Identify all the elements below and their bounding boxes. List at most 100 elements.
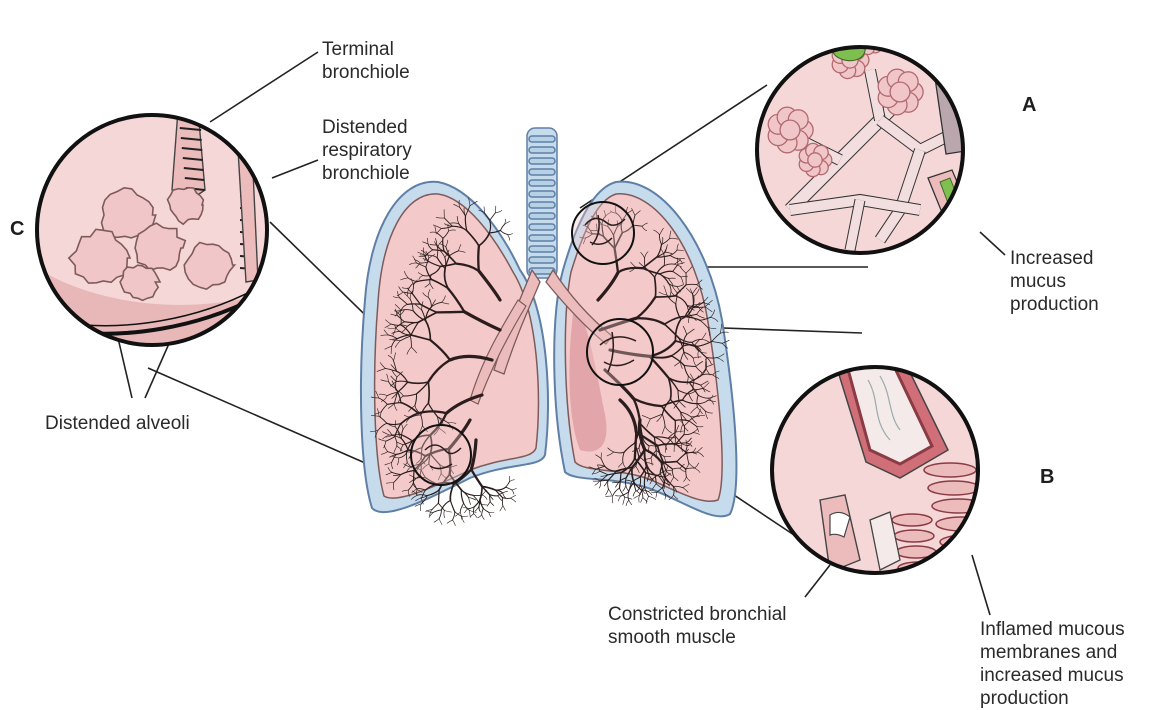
trachea-ring (529, 213, 555, 219)
trachea-ring (529, 147, 555, 153)
leader-terminal-bronchiole (210, 52, 318, 122)
bronchiole-branch (473, 507, 474, 514)
bronchiole-branch (626, 486, 629, 491)
bronchiole-branch (507, 234, 509, 240)
leader-distended-respiratory-bronchiole (272, 160, 318, 178)
bronchiole-branch (512, 490, 514, 494)
bronchiole-branch (613, 488, 620, 496)
alveolus (890, 82, 910, 102)
bronchiole-branch (469, 498, 471, 505)
bronchiole-branch (487, 502, 490, 506)
bronchiole-branch (439, 519, 442, 525)
bronchiole-branch (503, 498, 511, 499)
bronchiole-branch (444, 511, 451, 513)
bronchiole-branch (420, 504, 421, 511)
inset-a-mucus-production (757, 26, 990, 254)
bronchiole-branch (511, 498, 516, 502)
panel-letter-a: A (1022, 94, 1036, 117)
trachea-ring (529, 191, 555, 197)
bronchiole-branch (413, 471, 414, 483)
bronchiole-branch (407, 304, 420, 305)
bronchiole-branch (639, 495, 640, 502)
bronchiole-branch (635, 432, 637, 458)
bronchiole-outline (960, 100, 990, 130)
bronchiole-branch (505, 219, 506, 224)
bronchiole-branch (438, 490, 439, 503)
bronchiole-branch (606, 496, 613, 497)
bronchiole-branch (646, 496, 648, 503)
trachea-ring (529, 136, 555, 142)
bronchiole-branch (615, 495, 621, 496)
bronchiole-branch (464, 503, 470, 510)
alveolus (869, 27, 882, 40)
bronchiole-lumen (960, 100, 990, 130)
bronchial-ring (892, 514, 932, 526)
label-increased-mucus-production: Increased mucus production (1010, 247, 1099, 316)
bronchiole-branch (599, 481, 600, 488)
leader-inflamed-membranes (972, 555, 990, 615)
bronchiole-branch (433, 510, 441, 513)
bronchiole-branch (618, 496, 621, 501)
bronchiole-branch (447, 520, 452, 523)
bronchiole-branch (633, 491, 636, 496)
bronchiole-branch (432, 503, 439, 509)
trachea-ring (529, 257, 555, 263)
bronchiole-branch (503, 491, 508, 493)
label-constricted-bronchial-smooth-muscle: Constricted bronchial smooth muscle (608, 603, 786, 649)
bronchiole-branch (478, 515, 482, 518)
bronchiole-branch (623, 486, 626, 491)
label-distended-respiratory-bronchiole: Distended respiratory bronchiole (322, 116, 412, 185)
bronchiole-branch (640, 477, 641, 486)
bronchiole-branch (661, 462, 677, 463)
bronchiole-branch (461, 490, 473, 496)
bronchiole-branch (608, 489, 611, 495)
bronchiole-branch (649, 496, 656, 499)
bronchiole-branch (482, 495, 487, 499)
bronchiole-branch (641, 498, 643, 503)
bronchiole-branch (469, 498, 476, 500)
trachea-ring (529, 180, 555, 186)
leader-increased-mucus (980, 232, 1005, 255)
trachea-ring (529, 169, 555, 175)
leader-constricted-muscle (805, 565, 830, 597)
zoom-circle-b (587, 319, 653, 385)
bronchiole-branch (500, 230, 507, 234)
label-terminal-bronchiole: Terminal bronchiole (322, 38, 410, 84)
alveolus (864, 34, 877, 47)
inset-b-bronchoconstriction (772, 352, 996, 590)
bronchial-ring (928, 481, 980, 495)
bronchiole-branch (629, 500, 632, 505)
bronchiole-branch (462, 516, 468, 517)
bronchiole-branch (496, 487, 506, 490)
bronchiole-branch (626, 500, 629, 505)
alveolus (808, 153, 822, 167)
zoom-circle-c (411, 425, 471, 485)
bronchiole-branch (460, 503, 463, 512)
bronchiole-branch (489, 512, 491, 516)
bronchial-ring (924, 463, 976, 477)
bronchiole-branch (474, 514, 477, 518)
alveolus (872, 34, 885, 47)
bronchiole-branch (434, 519, 439, 523)
alveolus (862, 26, 875, 39)
bronchiole-branch (656, 492, 657, 497)
bronchial-ring (894, 530, 934, 542)
bronchiole-branch (675, 421, 676, 436)
bronchiole-branch (480, 500, 483, 509)
bronchiole-branch (465, 509, 468, 513)
bronchiole-branch (507, 234, 512, 235)
alveolus (856, 30, 869, 43)
bronchiole-branch (643, 498, 647, 502)
bronchiole-branch (478, 246, 479, 271)
bronchiole-branch (490, 495, 498, 496)
bronchiole-branch (439, 510, 441, 519)
bronchiole-branch (500, 224, 504, 230)
bronchiole-branch (428, 382, 429, 403)
bronchiole-branch (490, 502, 494, 506)
trachea-ring (529, 224, 555, 230)
bronchiole-branch (437, 312, 465, 313)
leader-distended-alveoli-1 (118, 338, 132, 398)
bronchiole-branch (480, 487, 482, 500)
bronchiole-branch (503, 493, 506, 498)
